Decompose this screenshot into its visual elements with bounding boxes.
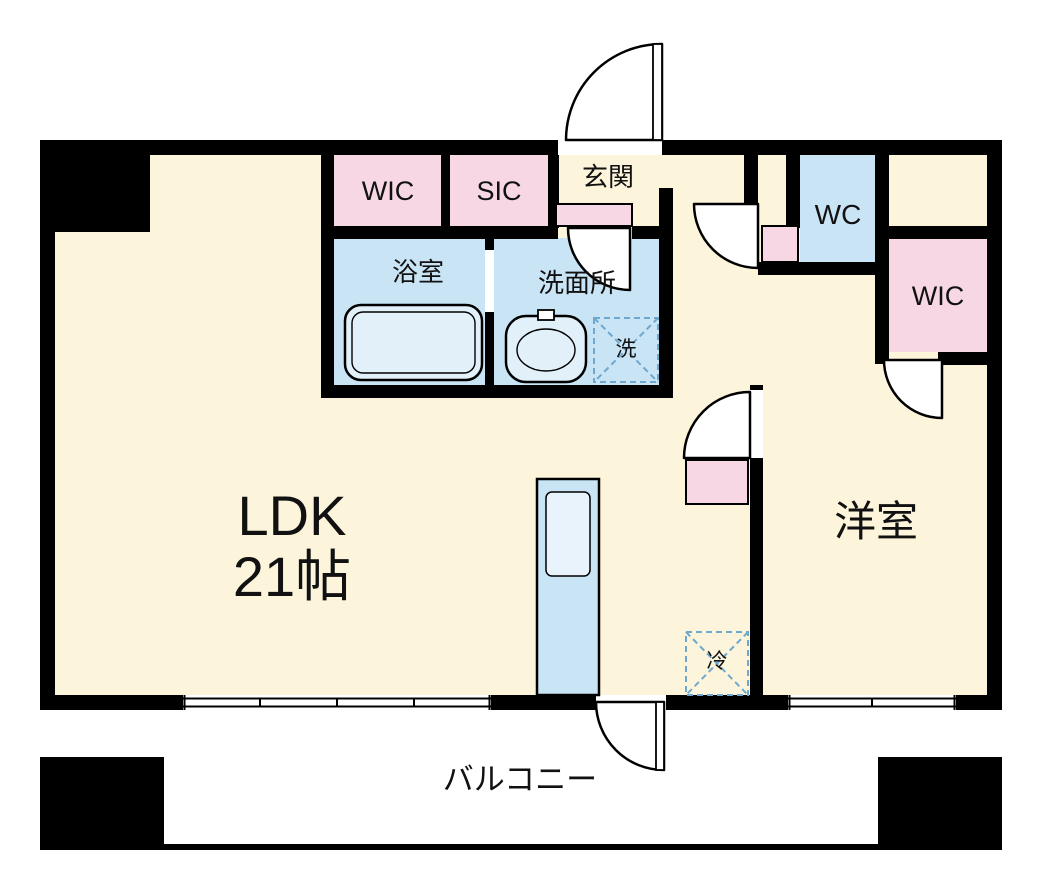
- washroom-label: 洗面所: [538, 268, 616, 298]
- ldk-label-line1: LDK: [238, 484, 347, 547]
- fixtures: [343, 203, 799, 697]
- western-room-door-opening: [750, 390, 763, 458]
- washer-label: 洗: [616, 338, 637, 361]
- wall-corner-block-topleft: [40, 140, 150, 232]
- balcony-rail: [164, 844, 878, 850]
- wall-ldk-western: [750, 385, 763, 695]
- fridge-label: 冷: [707, 650, 728, 673]
- balcony-door-leaf: [655, 701, 665, 771]
- windows: [183, 695, 956, 710]
- wall-bath-bottom: [321, 385, 673, 398]
- washer-diagonal-2: [593, 317, 659, 383]
- wall-wic-sic-divider: [441, 150, 450, 228]
- wc-label: WC: [815, 199, 862, 230]
- wall-closet-left: [321, 140, 334, 398]
- washbasin-bowl: [516, 328, 576, 372]
- ldk-label-line2: 21帖: [233, 545, 351, 608]
- wall-sic-genkan: [548, 140, 559, 228]
- wic-right-label: WIC: [912, 281, 964, 311]
- wall-wc-wic-vertical: [875, 154, 889, 364]
- wc-basin: [761, 225, 799, 263]
- wall-left: [40, 140, 55, 710]
- washbasin-tap: [537, 309, 555, 321]
- sic-floor: [450, 155, 548, 226]
- washbasin: [504, 314, 588, 384]
- doors: [564, 42, 944, 772]
- wc-door-swing: [692, 202, 760, 270]
- labels: WIC SIC 玄関 WC WIC 浴室 洗面所 洗 LDK 21帖 洋室 冷 …: [233, 162, 964, 797]
- wall-wic-right-bottom: [938, 352, 987, 365]
- entrance-opening: [558, 140, 662, 155]
- wic-top-label: WIC: [362, 176, 414, 206]
- wic-right-door-swing: [882, 358, 944, 420]
- bath-door-opening: [485, 250, 494, 312]
- wall-washroom-right: [659, 188, 673, 398]
- wic-top-floor: [334, 155, 441, 226]
- wall-balcony-block-right: [878, 757, 1002, 850]
- sic-label: SIC: [476, 176, 521, 206]
- washer-space: [593, 317, 659, 383]
- entrance-door-swing: [564, 42, 664, 142]
- wall-under-closets: [321, 226, 558, 239]
- wall-wc-left: [786, 154, 800, 228]
- western-room-label: 洋室: [834, 498, 918, 545]
- walls: [40, 140, 1002, 850]
- wc-floor: [800, 155, 875, 262]
- wall-top: [40, 140, 1002, 155]
- fridge-diagonal-2: [685, 631, 749, 696]
- bathtub: [343, 303, 484, 382]
- genkan-step: [555, 203, 633, 227]
- entrance-door-leaf: [652, 43, 663, 141]
- hall-cabinet: [685, 459, 749, 505]
- wall-balcony-block-left: [40, 757, 164, 850]
- bath-label: 浴室: [392, 257, 444, 287]
- wall-wc-bottom: [758, 262, 889, 275]
- bathtub-inner-line: [351, 311, 476, 374]
- wall-right: [987, 140, 1002, 710]
- wic-right-floor: [889, 239, 987, 352]
- washroom-door-swing: [566, 226, 632, 292]
- genkan-label: 玄関: [582, 162, 634, 192]
- western-room-door-swing: [682, 390, 752, 460]
- kitchen-sink: [545, 491, 591, 577]
- balcony-label: バルコニー: [443, 762, 597, 797]
- wall-hall-stub: [744, 154, 758, 204]
- fridge-space: [685, 631, 749, 696]
- balcony-door-swing: [594, 700, 666, 772]
- wall-wic-right-top: [875, 226, 987, 239]
